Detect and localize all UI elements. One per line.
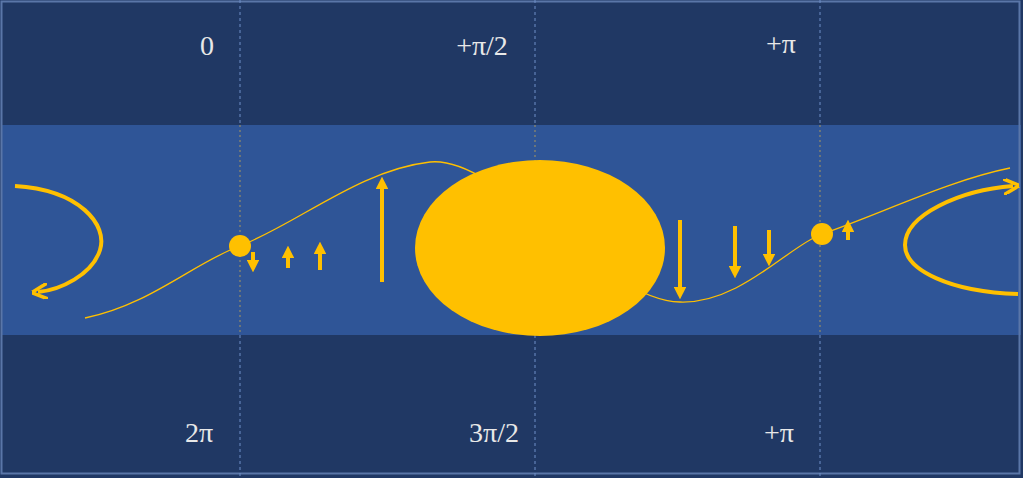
- band-gridlines: [240, 125, 820, 335]
- rotation-arrow: [905, 186, 1018, 294]
- displacement-arrows: [253, 183, 848, 293]
- node-dot: [229, 235, 251, 257]
- phase-gridlines: [240, 0, 820, 478]
- phase-label: +π: [766, 30, 796, 58]
- large-body: [415, 160, 665, 336]
- phase-label: +π: [764, 419, 794, 447]
- phase-label: 2π: [185, 419, 213, 447]
- phase-label: +π/2: [456, 32, 508, 60]
- node-dot: [811, 223, 833, 245]
- rotation-arrow: [15, 186, 101, 292]
- phase-label: 3π/2: [469, 419, 519, 447]
- middle-band: [2, 125, 1021, 335]
- phase-label: 0: [200, 32, 214, 60]
